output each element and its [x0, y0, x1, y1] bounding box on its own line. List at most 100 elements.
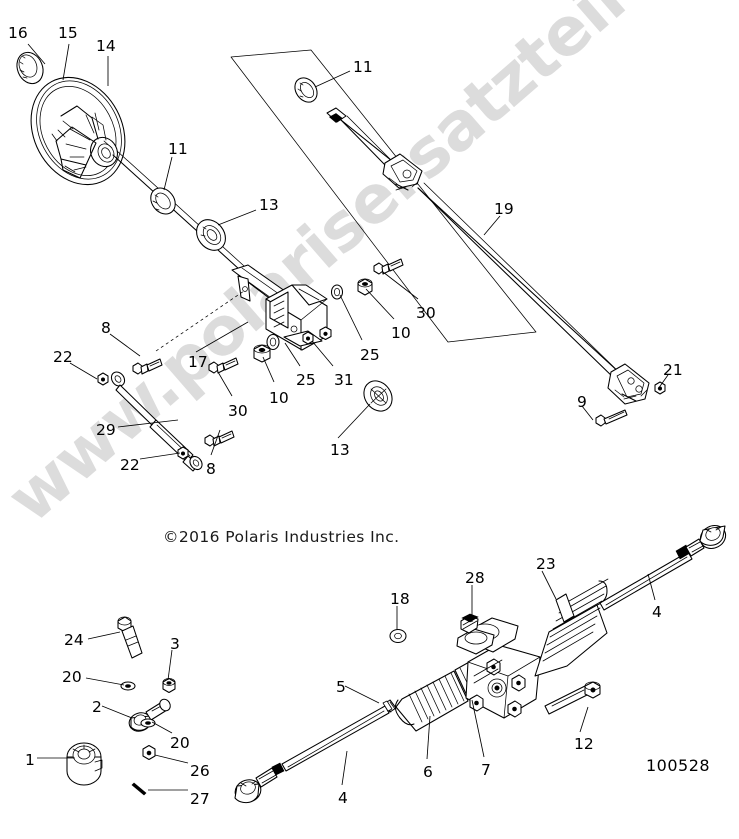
callout-29: 29: [96, 421, 116, 439]
part-24-bolt: [117, 616, 143, 659]
part-8-bolt-b: [204, 430, 235, 447]
leader-line-6: [426, 715, 431, 760]
callout-23: 23: [536, 555, 556, 573]
callout-6: 6: [423, 763, 433, 781]
part-11-bearing-lower: [150, 187, 176, 215]
leader-line-19: [483, 215, 501, 236]
leader-line-5: [344, 685, 380, 704]
leader-line-22: [139, 452, 181, 460]
part-13-bearing-upper: [196, 219, 226, 251]
leader-line-8: [109, 333, 141, 357]
callout-17: 17: [188, 353, 208, 371]
leader-line-29: [117, 419, 179, 428]
callout-16: 16: [8, 24, 28, 42]
part-10-bushing-a: [253, 344, 271, 363]
part-3-nut: [162, 677, 176, 694]
leader-line-8: [210, 429, 221, 456]
leader-line-12: [579, 706, 589, 733]
part-8-bolt-a: [132, 358, 163, 375]
leader-line-10: [262, 356, 275, 383]
leader-line-25: [284, 342, 301, 367]
steering-column-shaft-upper: [112, 150, 255, 280]
part-25-bushing-b: [330, 284, 344, 300]
leader-line-20: [151, 721, 173, 734]
leader-line-30: [382, 271, 419, 300]
callout-26: 26: [190, 762, 210, 780]
callout-20: 20: [62, 668, 82, 686]
leader-line-2: [101, 705, 133, 719]
callout-21: 21: [663, 361, 683, 379]
part-22-nut-a: [97, 372, 109, 386]
part-18-washer: [389, 628, 407, 644]
callout-27: 27: [190, 790, 210, 808]
callout-12: 12: [574, 735, 594, 753]
leader-line-24: [87, 631, 121, 640]
callout-2: 2: [92, 698, 102, 716]
part-23-rack-boot-right: [534, 578, 609, 677]
callout-9: 9: [577, 393, 587, 411]
part-12-bolt: [544, 681, 601, 715]
callout-30: 30: [416, 304, 436, 322]
part-30-bolt-b: [373, 258, 404, 275]
alignment-line: [155, 290, 245, 352]
callout-30: 30: [228, 402, 248, 420]
callout-4: 4: [338, 789, 348, 807]
part-22-nut-b: [177, 446, 189, 460]
leader-line-4: [647, 573, 656, 601]
callout-13: 13: [259, 196, 279, 214]
callout-7: 7: [481, 761, 491, 779]
callout-10: 10: [391, 324, 411, 342]
callout-8: 8: [101, 319, 111, 337]
part-25-bushing-a: [266, 333, 280, 351]
leader-line-7: [471, 699, 485, 758]
leader-line-23: [541, 570, 557, 600]
callout-11: 11: [168, 140, 188, 158]
part-7-rack-housing: [456, 613, 541, 719]
leader-line-17: [195, 321, 249, 353]
copyright-notice: ©2016 Polaris Industries Inc.: [163, 528, 400, 546]
leader-line-31: [311, 340, 334, 367]
callout-19: 19: [494, 200, 514, 218]
callout-31: 31: [334, 371, 354, 389]
leader-line-13: [337, 403, 371, 439]
leader-line-30: [217, 371, 233, 397]
leader-line-21: [657, 374, 669, 390]
callout-11: 11: [353, 58, 373, 76]
part-31-nut-a: [302, 331, 314, 345]
callout-5: 5: [336, 678, 346, 696]
callout-10: 10: [269, 389, 289, 407]
leader-line-3: [167, 649, 173, 681]
part-26-nut: [142, 744, 156, 761]
leader-line-11: [163, 156, 173, 191]
part-1-tie-rod-end: [66, 742, 103, 786]
callout-15: 15: [58, 24, 78, 42]
part-21-nut: [654, 381, 666, 395]
part-11-bearing-upper: [294, 77, 318, 103]
leader-line-9: [581, 405, 594, 421]
part-14-steering-wheel: [30, 76, 126, 186]
part-30-bolt-a: [208, 357, 239, 374]
part-16-cap: [16, 51, 44, 85]
leader-line-26: [154, 754, 189, 764]
callout-20: 20: [170, 734, 190, 752]
callout-28: 28: [465, 569, 485, 587]
column-cover-outline: [230, 49, 537, 343]
callout-25: 25: [296, 371, 316, 389]
callout-24: 24: [64, 631, 84, 649]
part-13-bearing-lower: [363, 380, 393, 412]
callout-13: 13: [330, 441, 350, 459]
callout-1: 1: [25, 751, 35, 769]
callout-14: 14: [96, 37, 116, 55]
leader-line-10: [365, 288, 395, 320]
part-9-bolt: [595, 409, 628, 427]
part-27-cotter-pin: [131, 782, 147, 796]
callout-22: 22: [120, 456, 140, 474]
callout-4: 4: [652, 603, 662, 621]
leader-line-15: [62, 43, 70, 81]
leader-lines: [27, 43, 669, 791]
part-4-tie-rod-left: [234, 699, 397, 804]
leader-line-20: [85, 677, 125, 686]
callout-3: 3: [170, 635, 180, 653]
